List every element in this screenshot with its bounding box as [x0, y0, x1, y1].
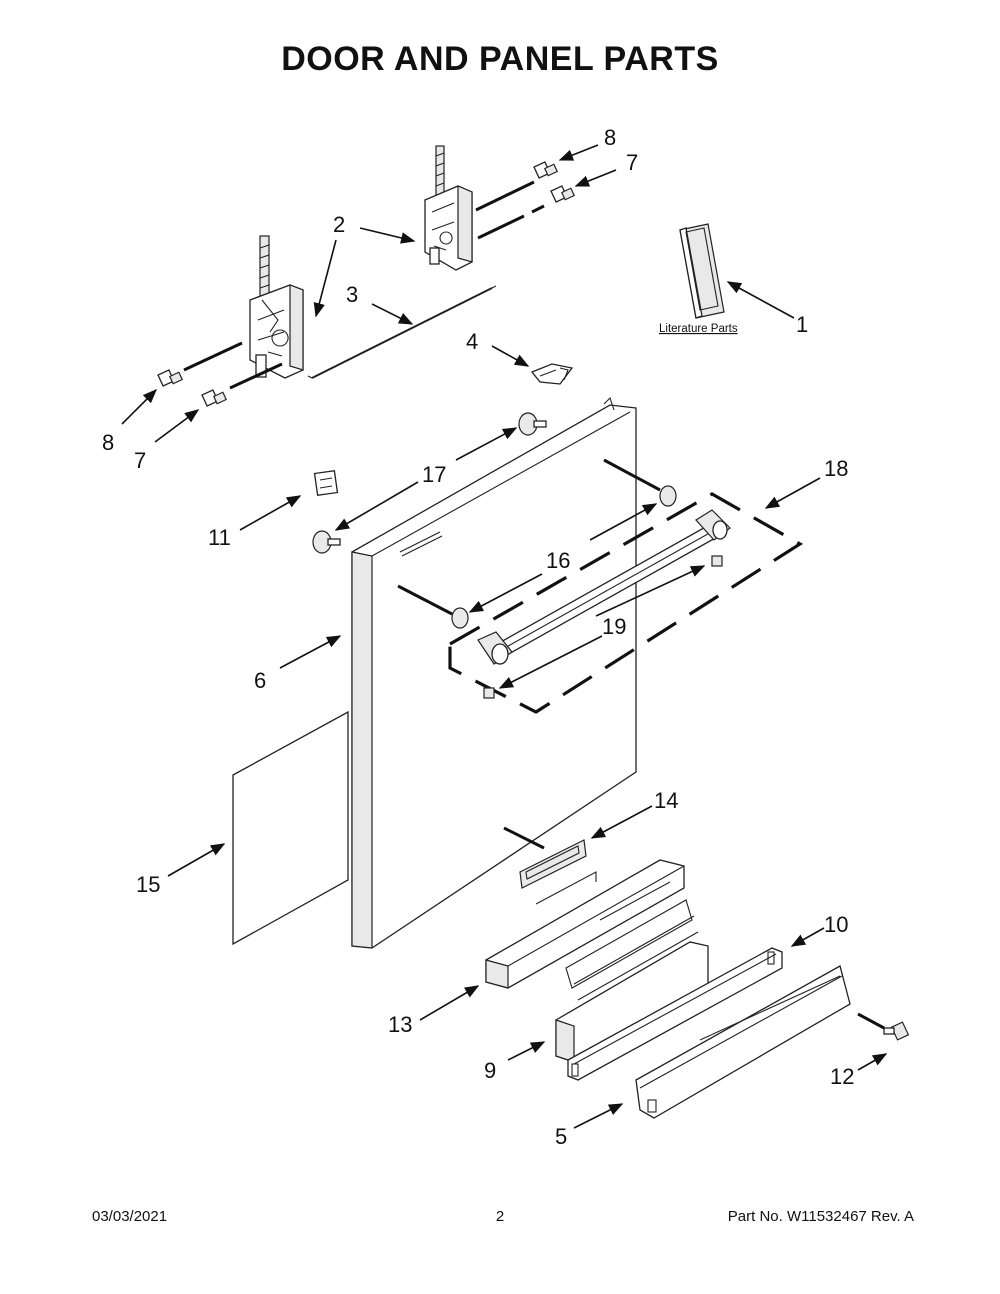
screw-right-upper — [533, 161, 559, 179]
set-screw-upper — [711, 555, 723, 567]
callout-17: 17 — [422, 462, 446, 487]
callout-8-right: 8 — [604, 125, 616, 150]
callout-18: 18 — [824, 456, 848, 481]
literature-parts-label: Literature Parts — [659, 323, 738, 335]
callout-1: 1 — [796, 312, 808, 337]
callout-13: 13 — [388, 1012, 412, 1037]
callout-10: 10 — [824, 912, 848, 937]
latch-bracket — [313, 469, 339, 497]
callout-11: 11 — [208, 525, 231, 550]
page-title: DOOR AND PANEL PARTS — [281, 40, 719, 78]
handle-kit-box — [448, 492, 804, 714]
callout-8-left: 8 — [102, 430, 114, 455]
door-handle — [477, 509, 731, 665]
footer-date: 03/03/2021 — [92, 1208, 168, 1225]
lower-insulation-panel — [555, 899, 709, 1063]
screw-right-lower — [550, 185, 576, 203]
callout-14: 14 — [654, 788, 678, 813]
screw-left-lower — [201, 389, 228, 407]
handle-mount-lower — [451, 607, 469, 629]
toe-panel — [635, 965, 851, 1119]
callout-3: 3 — [346, 282, 358, 307]
insulation-block — [485, 859, 685, 989]
callout-12: 12 — [830, 1064, 854, 1089]
callout-6: 6 — [254, 668, 266, 693]
right-hinge-assembly — [424, 145, 473, 271]
callout-4: 4 — [466, 329, 478, 354]
callout-7-left: 7 — [134, 448, 146, 473]
literature-parts-booklet: Literature Parts — [659, 223, 738, 335]
lower-bracket-strip — [567, 947, 783, 1081]
left-hinge-assembly — [249, 235, 304, 379]
panel-insert — [232, 710, 349, 946]
set-screw-lower — [483, 687, 495, 699]
screw-left-upper — [157, 369, 184, 387]
callout-5: 5 — [555, 1124, 567, 1149]
callout-15: 15 — [136, 872, 160, 897]
door-bumper-left — [312, 530, 341, 554]
toe-panel-screw — [883, 1021, 910, 1041]
footer-page-number: 2 — [495, 1208, 505, 1225]
callout-2: 2 — [333, 212, 345, 237]
nameplate-badge — [519, 839, 587, 889]
footer-part-number: Part No. W11532467 Rev. A — [727, 1208, 914, 1225]
door-bumper-right — [518, 412, 547, 436]
callout-7-right: 7 — [626, 150, 638, 175]
callout-16: 16 — [546, 548, 570, 573]
callout-9: 9 — [484, 1058, 496, 1083]
door-rod — [307, 285, 497, 379]
handle-mount-upper — [659, 485, 677, 507]
callout-19: 19 — [602, 614, 626, 639]
door-clip — [530, 363, 574, 385]
outer-door-panel — [351, 396, 637, 949]
